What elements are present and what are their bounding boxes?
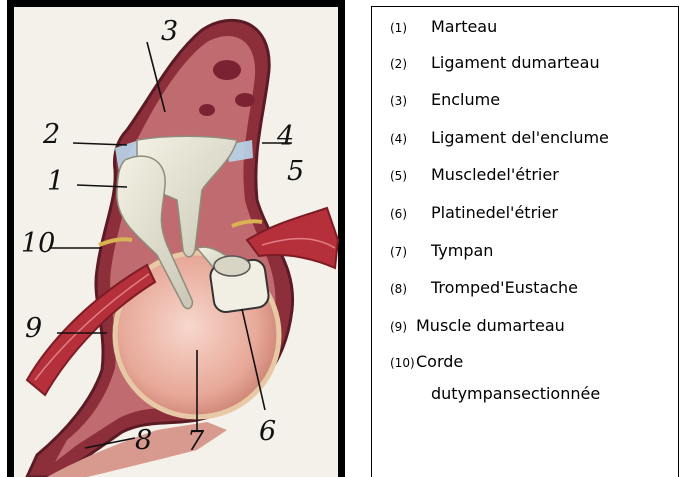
legend-item: (9)Muscle dumarteau — [390, 316, 565, 338]
legend-item: (5)Muscledel'étrier — [390, 165, 559, 187]
callout-10: 10 — [21, 228, 55, 259]
legend-item: (10)Corde — [390, 352, 463, 374]
legend-item: (4)Ligament del'enclume — [390, 128, 609, 150]
callout-3: 3 — [161, 16, 178, 47]
legend-item: (1)Marteau — [390, 17, 497, 39]
callout-1: 1 — [47, 166, 64, 197]
callout-5: 5 — [287, 156, 304, 187]
legend-item: (3)Enclume — [390, 90, 500, 112]
callout-9: 9 — [25, 313, 42, 344]
legend-item: (8)Tromped'Eustache — [390, 278, 578, 300]
legend-item: (7)Tympan — [390, 241, 493, 263]
middle-ear-illustration: 3 2 1 4 5 10 9 8 7 6 — [7, 0, 345, 477]
legend-item-continuation: dutympansectionnée — [431, 384, 600, 403]
callout-6: 6 — [259, 416, 276, 447]
callout-7: 7 — [187, 426, 205, 457]
legend-item: (6)Platinedel'étrier — [390, 203, 558, 225]
callout-8: 8 — [135, 425, 152, 456]
callout-4: 4 — [276, 121, 294, 152]
callout-2: 2 — [42, 119, 60, 150]
legend-item: (2)Ligament dumarteau — [390, 53, 600, 75]
legend-panel: (1)Marteau (2)Ligament dumarteau (3)Encl… — [371, 6, 679, 477]
